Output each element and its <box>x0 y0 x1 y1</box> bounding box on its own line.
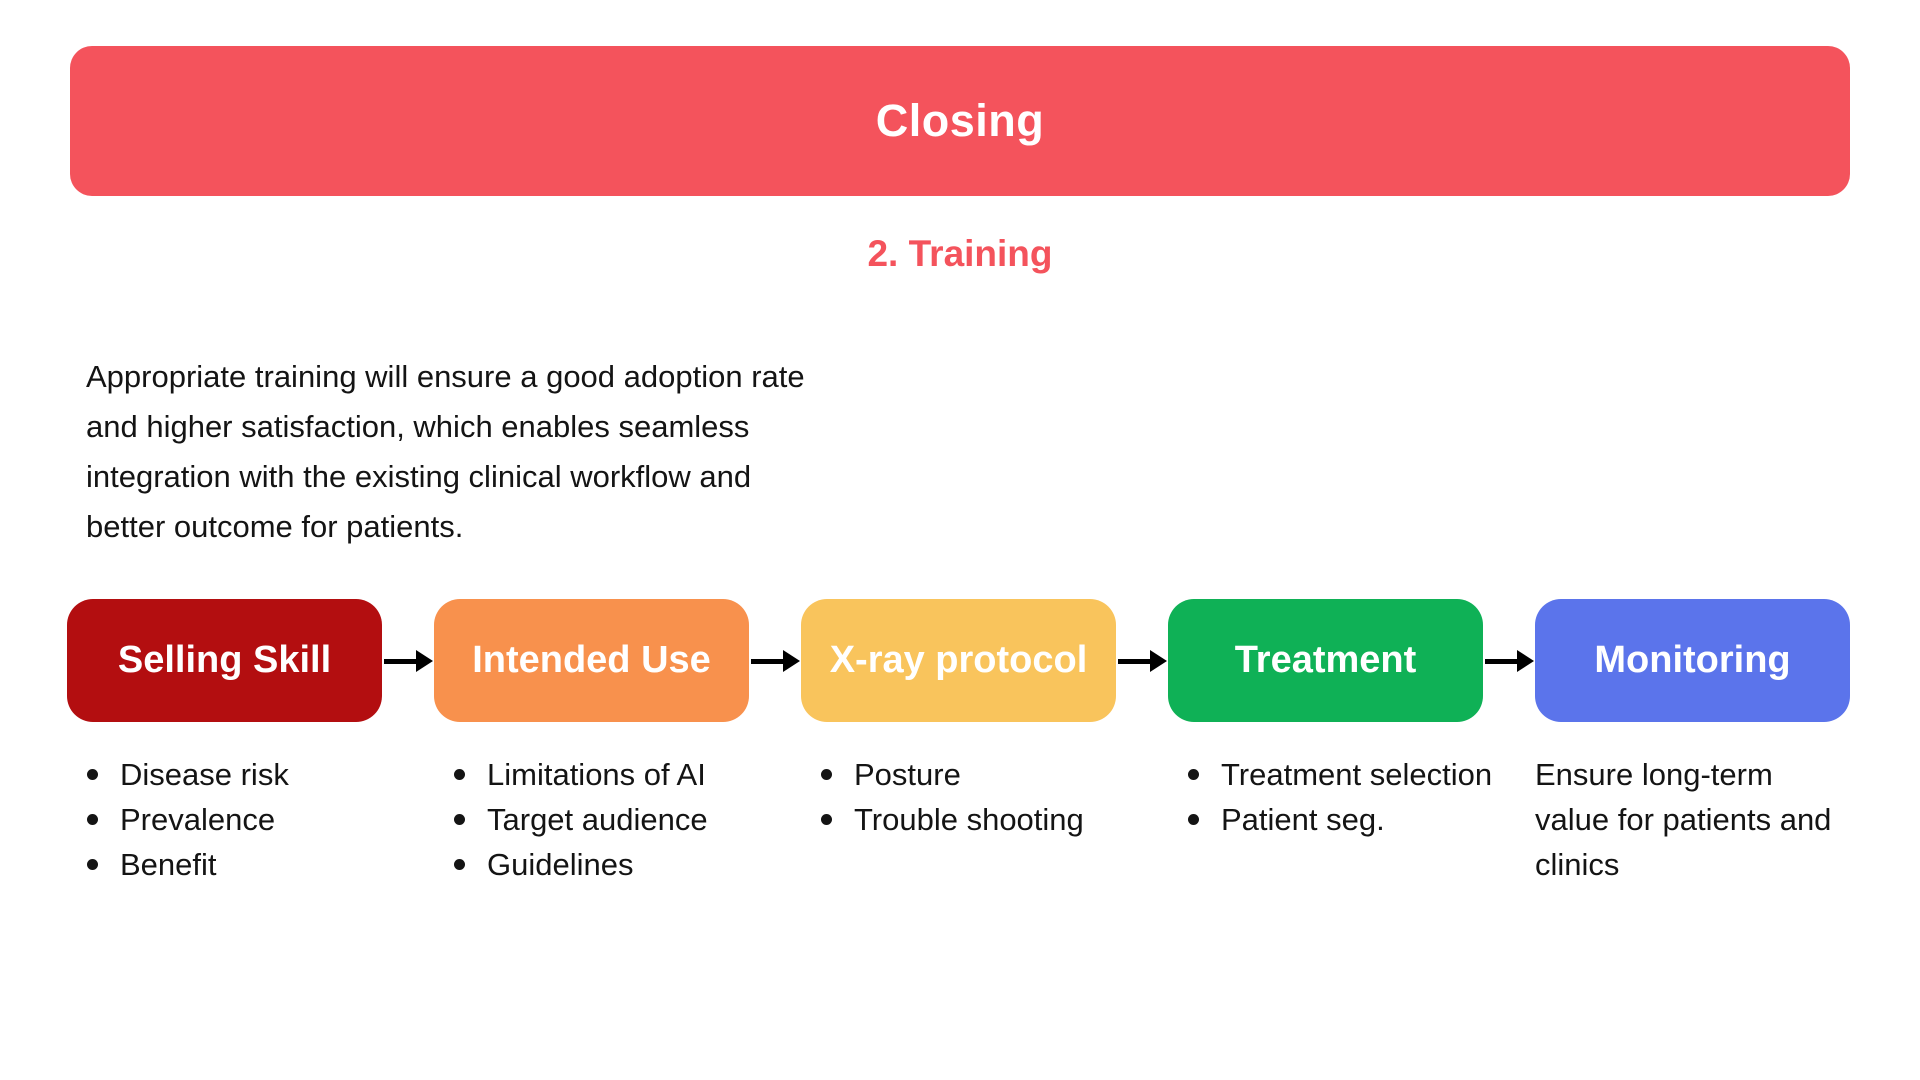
flow-row: Selling Skill Disease risk Prevalence Be… <box>67 599 1853 887</box>
flow-step-selling-skill: Selling Skill Disease risk Prevalence Be… <box>67 599 382 887</box>
flow-arrow <box>749 649 801 673</box>
flow-step-box: Treatment <box>1168 599 1483 722</box>
flow-step-monitoring: Monitoring Ensure long-term value for pa… <box>1535 599 1850 887</box>
flow-step-label: Intended Use <box>472 639 711 681</box>
flow-step-box: Intended Use <box>434 599 749 722</box>
flow-step-bullets: Posture Trouble shooting <box>801 752 1116 842</box>
bullet-item: Trouble shooting <box>801 797 1116 842</box>
flow-arrow <box>1483 649 1535 673</box>
bullet-item: Limitations of AI <box>434 752 749 797</box>
slide-subtitle: 2. Training <box>867 233 1053 274</box>
bullet-item: Target audience <box>434 797 749 842</box>
flow-step-label: X-ray protocol <box>829 639 1088 681</box>
bullet-item: Posture <box>801 752 1116 797</box>
bullet-item: Disease risk <box>67 752 382 797</box>
section-banner: Closing <box>70 46 1850 196</box>
flow-step-treatment: Treatment Treatment selection Patient se… <box>1168 599 1492 887</box>
flow-arrow <box>382 649 434 673</box>
bullet-item: Treatment selection <box>1168 752 1492 797</box>
flow-step-bullets: Disease risk Prevalence Benefit <box>67 752 382 887</box>
intro-paragraph: Appropriate training will ensure a good … <box>86 352 805 552</box>
flow-step-box: Selling Skill <box>67 599 382 722</box>
flow-step-box: X-ray protocol <box>801 599 1116 722</box>
flow-step-label: Treatment <box>1234 639 1417 681</box>
bullet-item: Guidelines <box>434 842 749 887</box>
note-line: value for patients and <box>1535 802 1832 837</box>
flow-step-label: Monitoring <box>1594 639 1791 681</box>
bullet-item: Patient seg. <box>1168 797 1483 842</box>
paragraph-line: integration with the existing clinical w… <box>86 459 752 494</box>
flow-step-note: Ensure long-term value for patients and … <box>1535 752 1850 887</box>
flow-step-bullets: Treatment selection Patient seg. <box>1168 752 1492 842</box>
bullet-item: Prevalence <box>67 797 382 842</box>
flow-step-x-ray-protocol: X-ray protocol Posture Trouble shooting <box>801 599 1116 887</box>
paragraph-line: better outcome for patients. <box>86 509 464 544</box>
flow-step-intended-use: Intended Use Limitations of AI Target au… <box>434 599 749 887</box>
bullet-item: Benefit <box>67 842 382 887</box>
note-line: clinics <box>1535 847 1620 882</box>
paragraph-line: and higher satisfaction, which enables s… <box>86 409 750 444</box>
flow-step-bullets: Limitations of AI Target audience Guidel… <box>434 752 749 887</box>
paragraph-line: Appropriate training will ensure a good … <box>86 359 805 394</box>
note-line: Ensure long-term <box>1535 757 1773 792</box>
flow-step-box: Monitoring <box>1535 599 1850 722</box>
banner-title: Closing <box>875 95 1045 146</box>
flow-arrow <box>1116 649 1168 673</box>
training-flow: Selling Skill Disease risk Prevalence Be… <box>67 599 1853 939</box>
flow-step-label: Selling Skill <box>117 639 332 681</box>
